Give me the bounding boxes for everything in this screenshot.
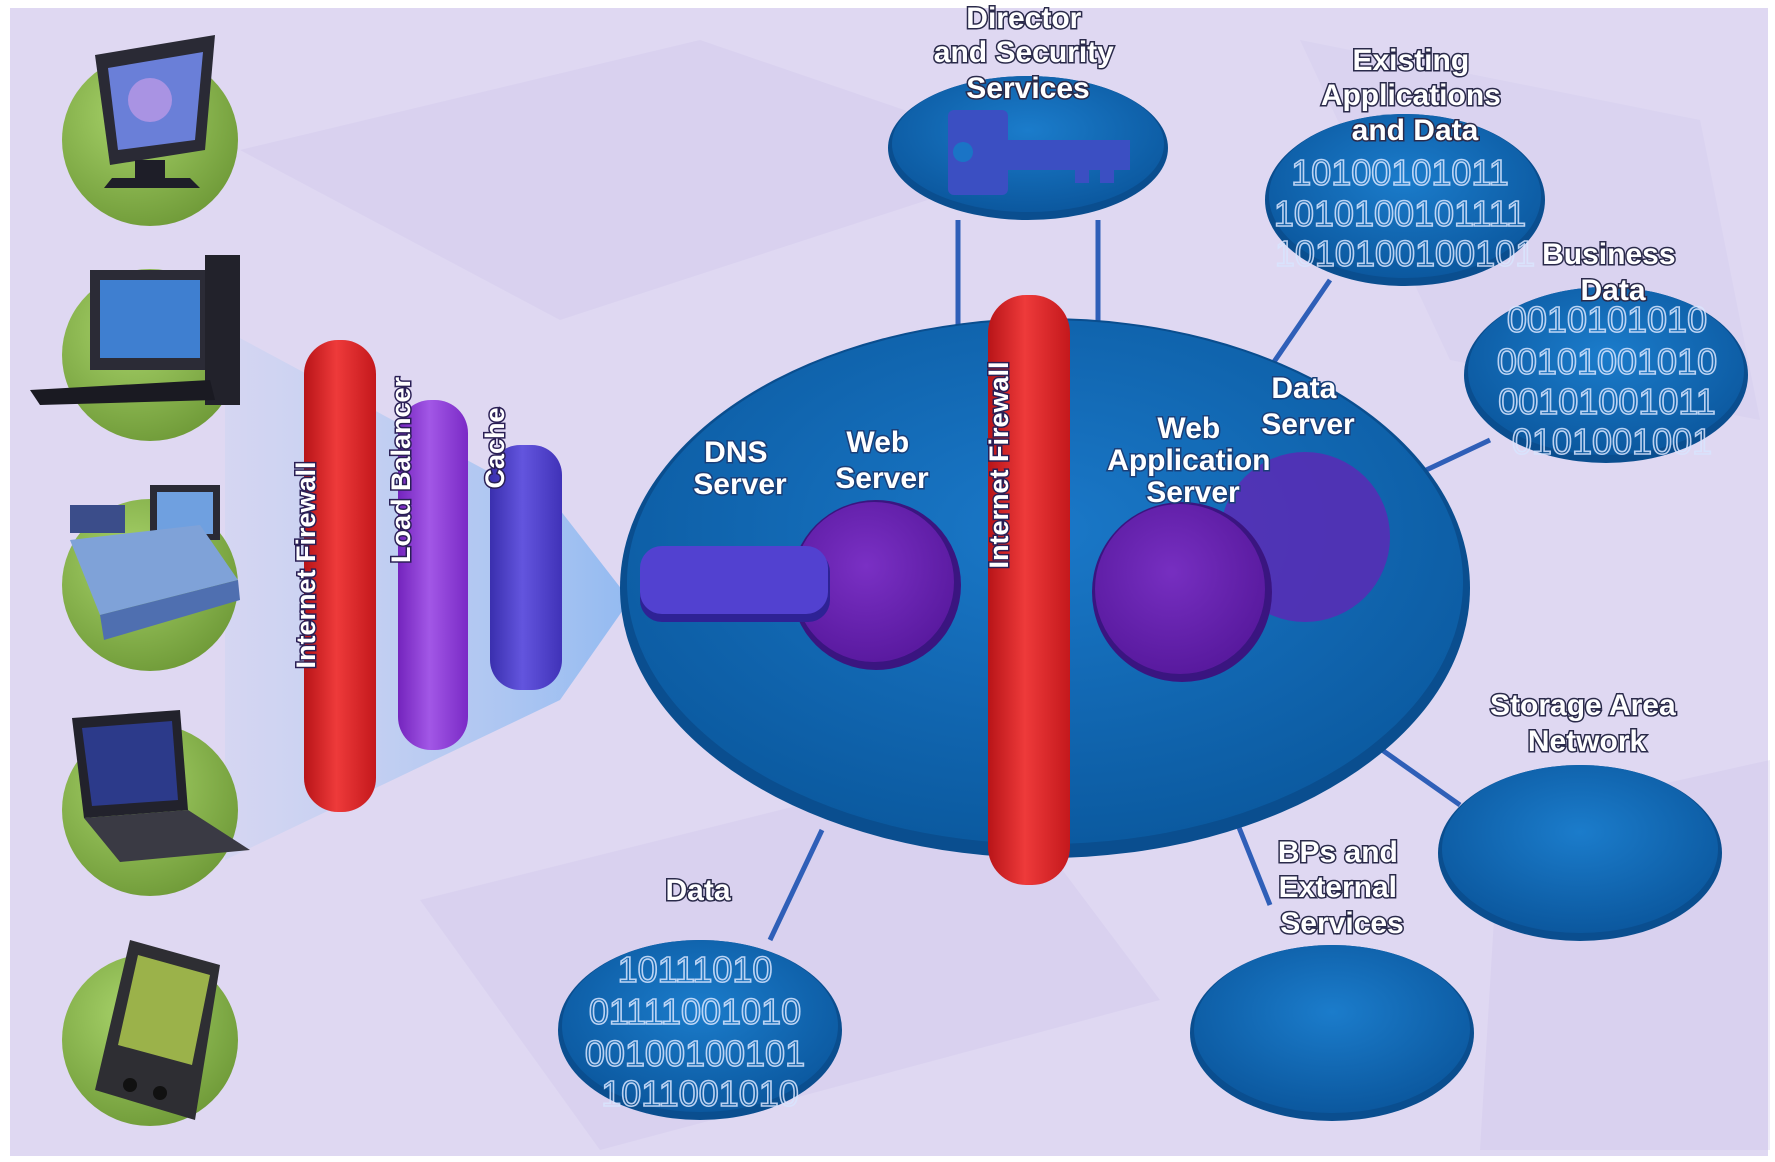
cache-label: Cache: [480, 407, 510, 488]
dns-server-label: DNS Server: [693, 436, 787, 501]
business-bits-line-1: 0010101010: [1507, 299, 1707, 340]
internet-firewall-bar-hub: Internet Firewall: [983, 295, 1070, 885]
director-label-line-3: Services: [966, 72, 1089, 105]
business-bits-line-4: 0101001001: [1512, 421, 1712, 462]
dns-server-label-line-1: DNS: [704, 436, 767, 469]
web-app-server-label-line-1: Web: [1157, 412, 1220, 445]
existing-bits-line-2: 1010100101111: [1274, 193, 1526, 234]
data-bits-line-1: 10111010: [618, 949, 773, 990]
dns-server-label-line-2: Server: [693, 468, 787, 501]
business-bits-line-2: 00101001010: [1497, 341, 1717, 382]
business-label-line-1: Business: [1542, 238, 1675, 271]
internet-firewall-label-left: Internet Firewall: [291, 461, 321, 668]
business-data-label: Business Data: [1542, 238, 1684, 307]
load-balancer-label: Load Balancer: [386, 376, 416, 563]
bps-label-line-3: Services: [1280, 907, 1403, 940]
data-label-line-1: Data: [665, 874, 730, 907]
web-application-server-label: Web Application Server: [1107, 412, 1279, 509]
client-devices: [30, 35, 250, 1126]
web-application-server-node: [1092, 502, 1272, 682]
business-data-node: 0010101010 00101001010 00101001011 01010…: [1464, 287, 1748, 463]
bps-external-services-label: BPs and External Services: [1278, 836, 1406, 940]
existing-label-line-1: Existing: [1352, 44, 1469, 77]
data-server-label: Data Server: [1261, 372, 1355, 441]
bps-label-line-2: External: [1279, 871, 1397, 904]
business-bits-line-3: 00101001011: [1498, 381, 1716, 422]
existing-applications-node: 10100101011 1010100101111 1010100100101: [1265, 114, 1545, 286]
desktop-monitor-icon: [62, 35, 238, 226]
existing-label-line-2: Applications: [1321, 79, 1501, 112]
data-server-label-line-1: Data: [1271, 372, 1336, 405]
data-label: Data: [665, 874, 730, 907]
data-bits-line-4: 1011001010: [601, 1073, 799, 1114]
existing-applications-bits: 10100101011 1010100101111 1010100100101: [1274, 152, 1536, 274]
business-label-line-2: Data: [1580, 274, 1645, 307]
director-label: Director and Security Services: [934, 2, 1122, 105]
desktop-computer-icon: [30, 255, 240, 441]
existing-applications-label: Existing Applications and Data: [1321, 44, 1509, 147]
storage-label-line-1: Storage Area: [1490, 689, 1676, 722]
director-label-line-2: and Security: [934, 36, 1114, 69]
storage-area-network-node: [1438, 765, 1722, 941]
web-server-node: [791, 500, 961, 670]
web-app-server-label-line-2: Application: [1107, 444, 1270, 477]
bps-label-line-1: BPs and: [1278, 836, 1398, 869]
internet-firewall-bar-left: Internet Firewall: [290, 340, 376, 812]
dns-server-node: [640, 546, 830, 622]
load-balancer-bar: Load Balancer: [385, 375, 468, 750]
point-of-sale-terminal-icon: [62, 485, 240, 671]
data-server-label-line-2: Server: [1261, 408, 1355, 441]
storage-label-line-2: Network: [1528, 725, 1647, 758]
connector-lines: [767, 220, 1492, 942]
existing-bits-line-3: 1010100100101: [1275, 233, 1535, 274]
web-app-server-label-line-3: Server: [1146, 476, 1240, 509]
laptop-icon: [62, 710, 250, 896]
cache-bar: Cache: [479, 406, 562, 690]
data-node: 10111010 01111001010 00100100101 1011001…: [558, 940, 842, 1120]
web-server-label-line-1: Web: [846, 426, 909, 459]
director-security-services-node: [888, 76, 1168, 220]
business-data-bits: 0010101010 00101001010 00101001011 01010…: [1497, 299, 1727, 462]
bps-external-services-node: [1190, 945, 1474, 1121]
data-bits: 10111010 01111001010 00100100101 1011001…: [585, 949, 815, 1114]
existing-label-line-3: and Data: [1352, 114, 1479, 147]
data-bits-line-2: 01111001010: [589, 991, 801, 1032]
internet-firewall-label-hub: Internet Firewall: [984, 361, 1014, 568]
key-icon: [948, 110, 1130, 195]
director-label-line-1: Director: [966, 2, 1081, 35]
web-server-label-line-2: Server: [835, 462, 929, 495]
data-bits-line-3: 00100100101: [585, 1033, 805, 1074]
storage-area-network-label: Storage Area Network: [1490, 689, 1684, 758]
pda-icon: [62, 940, 238, 1126]
web-server-label: Web Server: [835, 426, 929, 495]
existing-bits-line-1: 10100101011: [1291, 152, 1509, 193]
